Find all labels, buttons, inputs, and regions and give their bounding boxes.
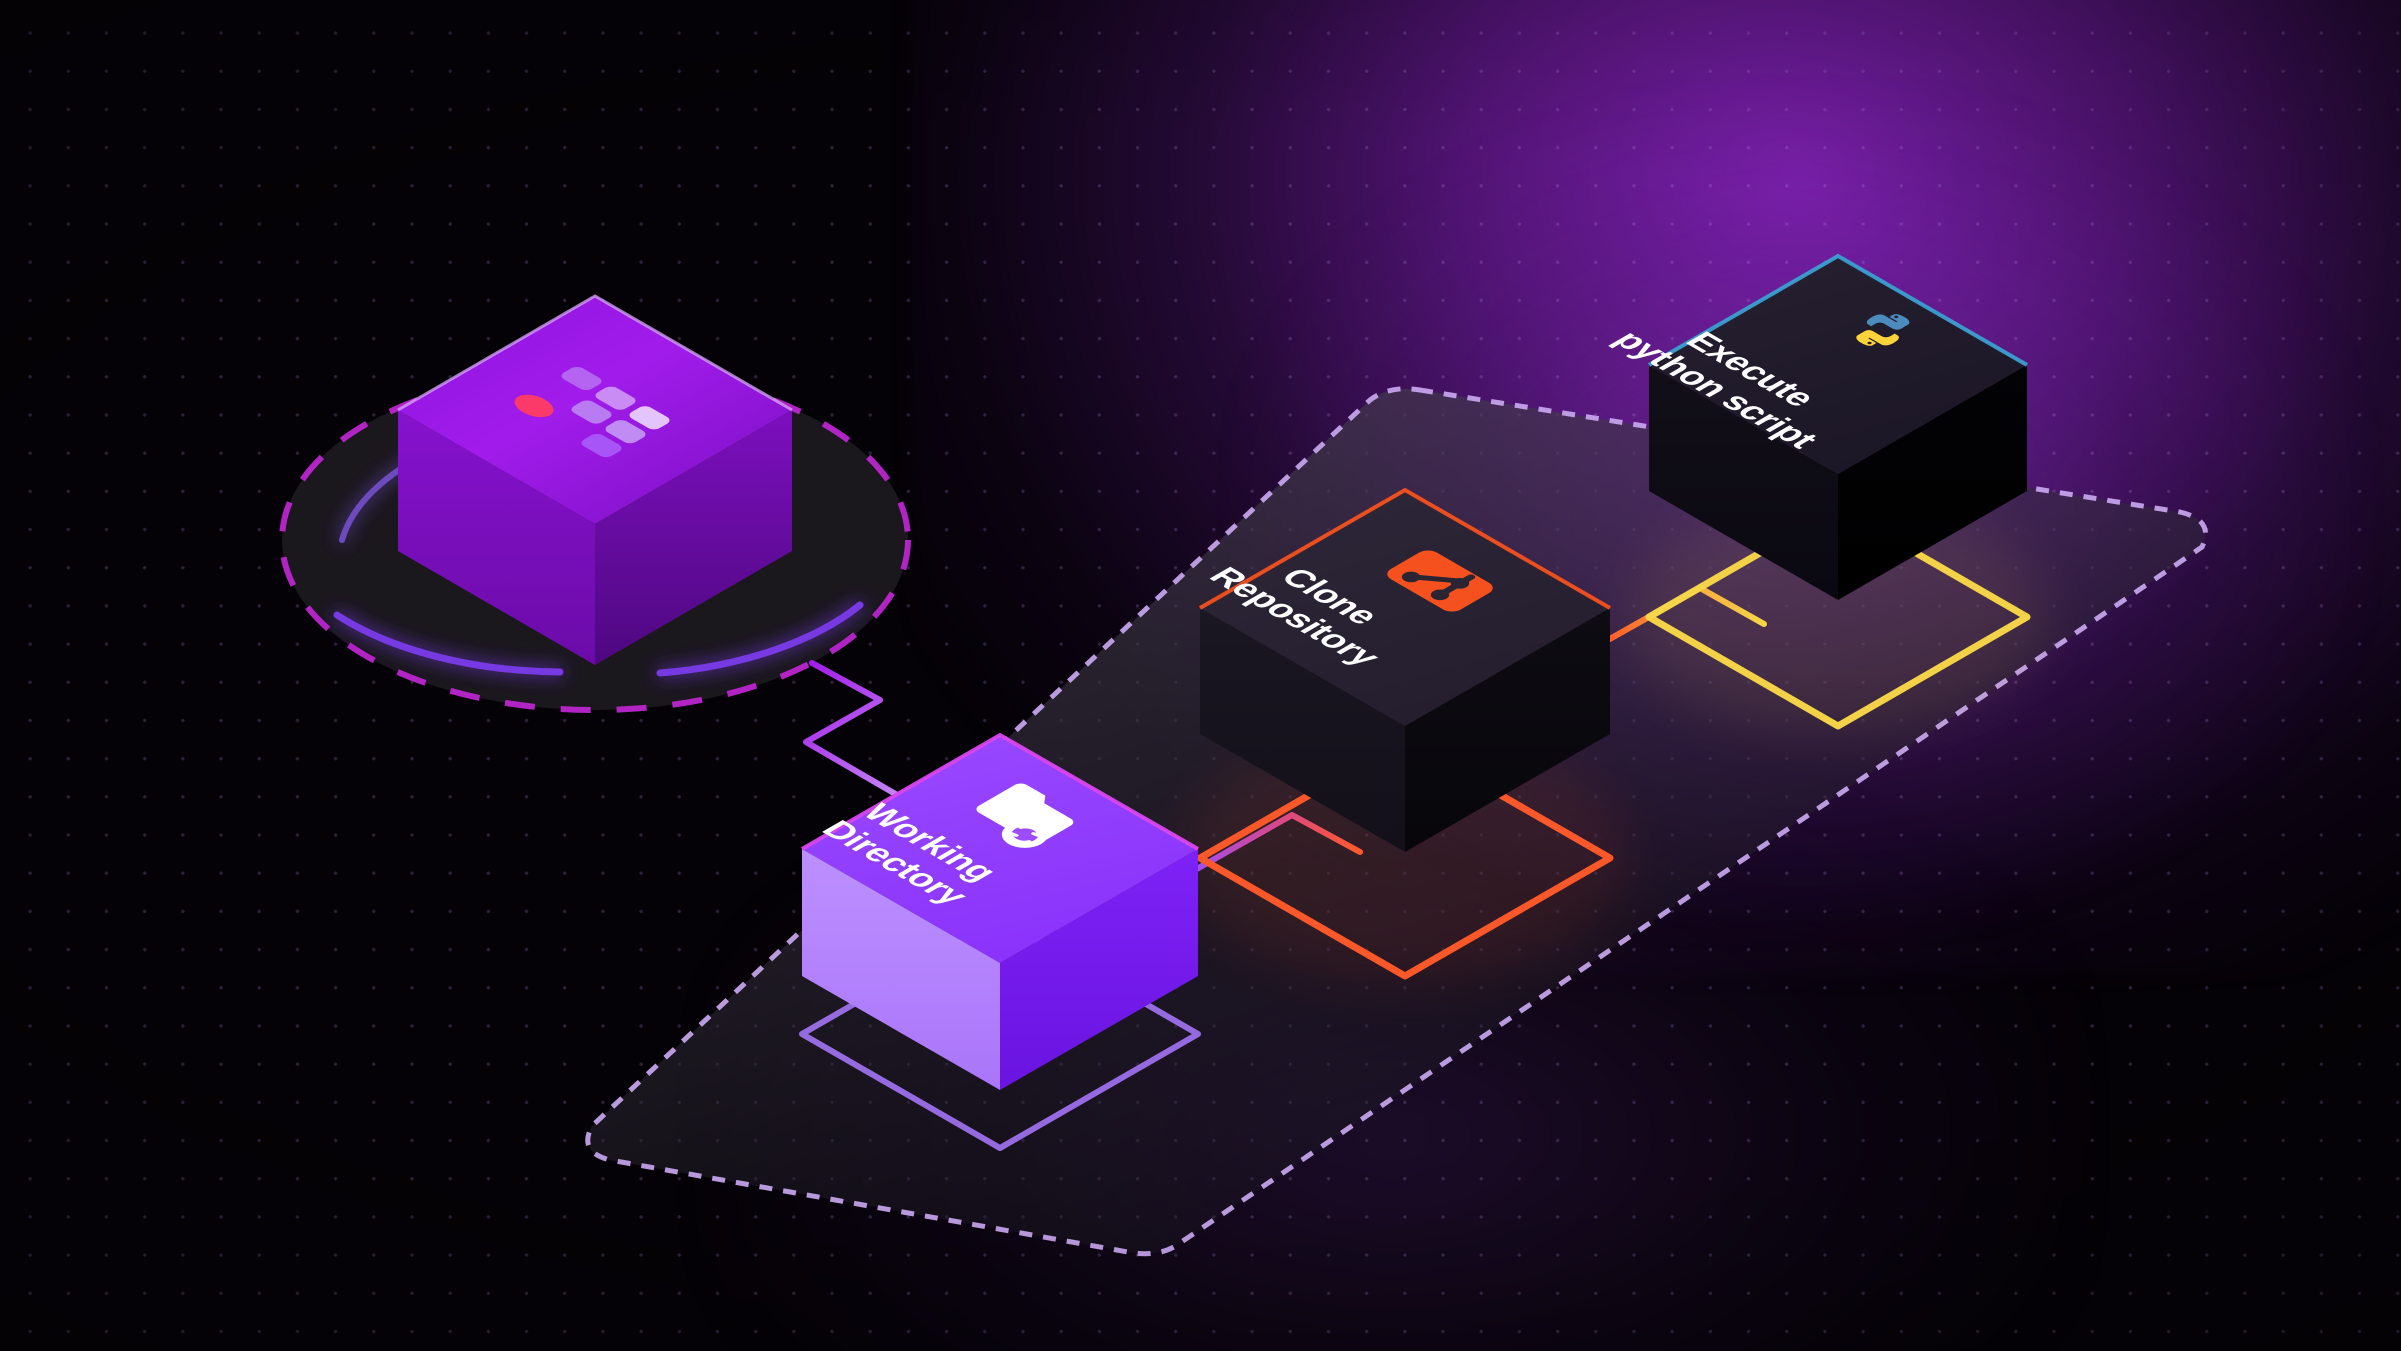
node-execute-python-script[interactable]: Execute python script	[1605, 253, 2048, 735]
source-platform	[279, 294, 911, 713]
